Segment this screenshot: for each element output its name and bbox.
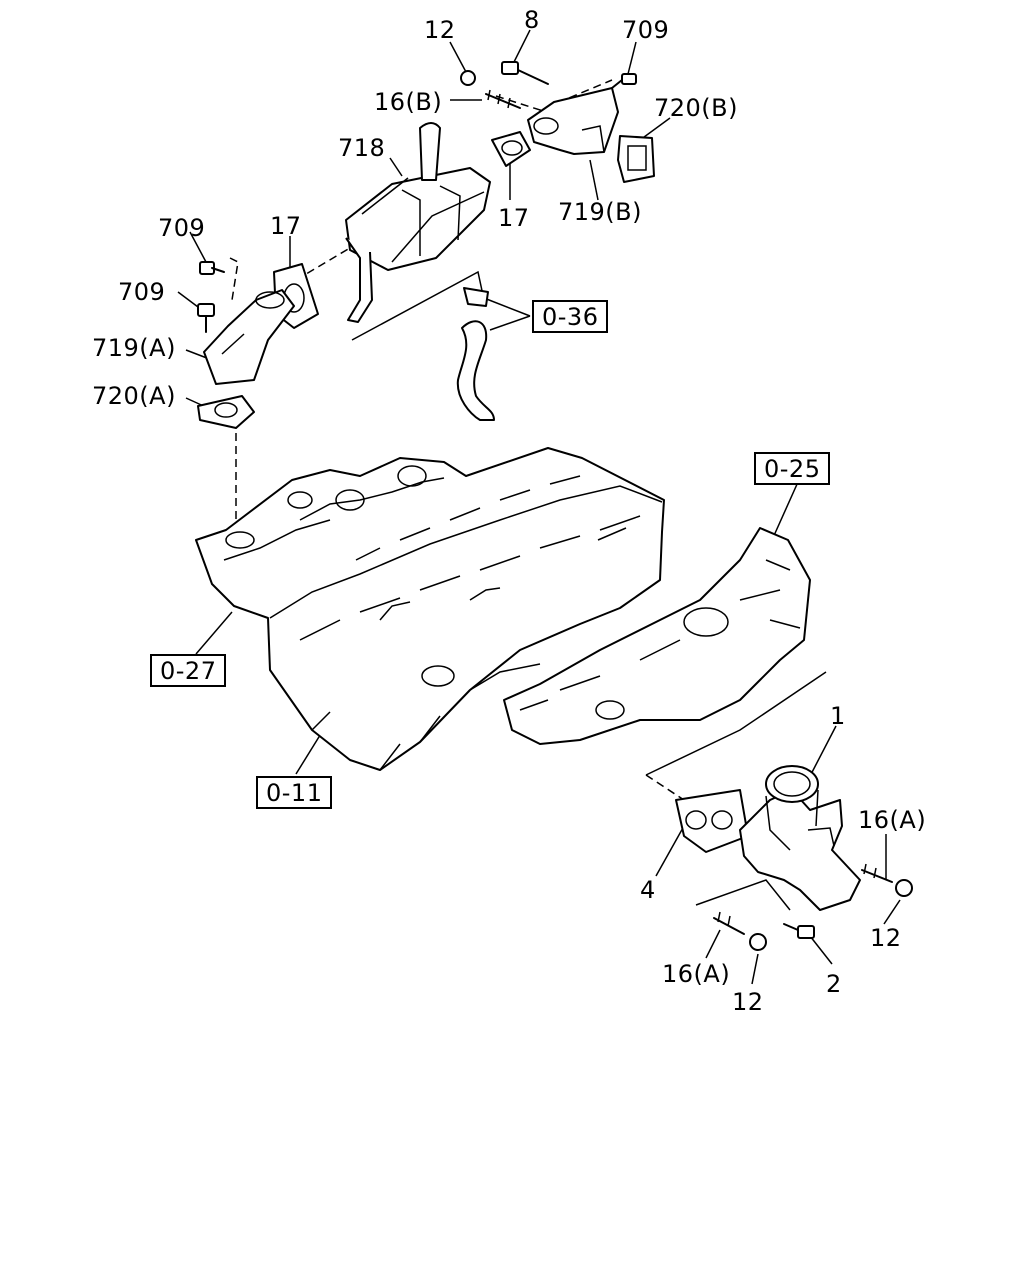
stud-16a-right [861, 863, 893, 883]
label-8: 8 [524, 6, 540, 34]
label-17-left: 17 [270, 212, 302, 240]
label-12-right: 12 [870, 924, 902, 952]
assembly-lines [229, 79, 827, 911]
label-718: 718 [338, 134, 386, 162]
cylinder-head [195, 447, 665, 771]
label-16a-right: 16(A) [858, 806, 927, 834]
egr-cooler [345, 122, 491, 323]
label-12-top: 12 [424, 16, 456, 44]
label-720b: 720(B) [654, 94, 738, 122]
label-709-top: 709 [622, 16, 670, 44]
leader-lines [177, 29, 901, 985]
label-709-b: 709 [118, 278, 166, 306]
label-709-a: 709 [158, 214, 206, 242]
gaskets [197, 131, 749, 853]
ref-0-36[interactable]: 0-36 [532, 300, 609, 333]
bolt-709-b [197, 303, 215, 333]
ref-0-11[interactable]: 0-11 [256, 776, 333, 809]
label-17-right: 17 [498, 204, 530, 232]
stud-16b [485, 89, 521, 109]
label-16b: 16(B) [374, 88, 443, 116]
label-720a: 720(A) [92, 382, 176, 410]
intake-manifold [503, 527, 811, 745]
label-16a-bottom: 16(A) [662, 960, 731, 988]
bolt-2 [783, 923, 815, 939]
egr-flange-b [527, 87, 619, 155]
fasteners [197, 61, 913, 951]
egr-valve [739, 765, 861, 911]
label-2: 2 [826, 970, 842, 998]
bolt-709-a [199, 261, 225, 275]
label-4: 4 [640, 876, 656, 904]
label-12-bottom: 12 [732, 988, 764, 1016]
nut-12-right [895, 879, 913, 897]
ref-0-27[interactable]: 0-27 [150, 654, 227, 687]
label-719a: 719(A) [92, 334, 176, 362]
egr-pipe-a [203, 289, 295, 385]
label-719b: 719(B) [558, 198, 642, 226]
bolt-709-top [611, 73, 637, 89]
nut-12-top [460, 70, 476, 86]
bolt-8 [501, 61, 549, 85]
label-1: 1 [830, 702, 846, 730]
egr-hose [456, 287, 495, 421]
stud-16a-bottom [713, 911, 745, 935]
ref-0-25[interactable]: 0-25 [754, 452, 831, 485]
nut-12-bottom [749, 933, 767, 951]
